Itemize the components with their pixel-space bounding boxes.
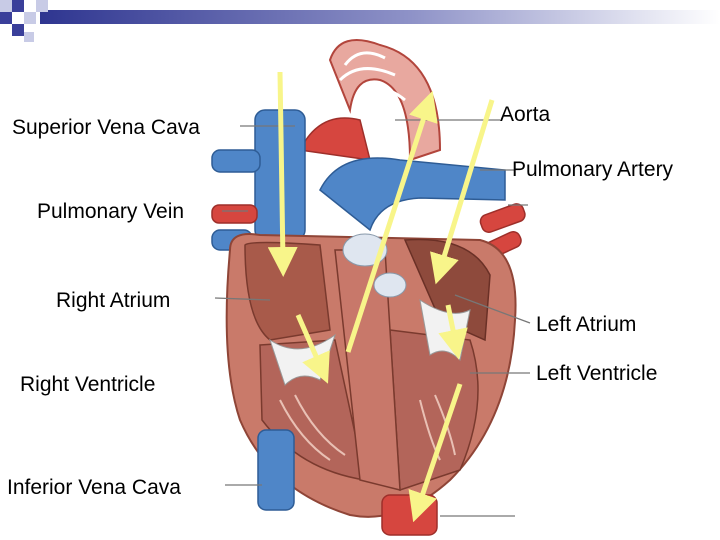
arrow-rv-to-pulmonary-artery: [345, 90, 438, 353]
leader-right-atrium: [214, 297, 271, 301]
blood-flow-arrows: [267, 71, 495, 523]
aortic-valve: [373, 272, 407, 298]
label-right-ventricle: Right Ventricle: [20, 373, 156, 396]
header-gradient-bar: [0, 0, 720, 42]
pulmonary-artery-vessel: [319, 157, 506, 232]
label-pulmonary-vein: Pulmonary Vein: [37, 200, 185, 223]
arrow-svc-to-right-atrium: [267, 71, 298, 277]
inferior-vena-cava-vessel: [257, 429, 295, 511]
pulmonary-vein-right-stub-1: [479, 203, 526, 234]
right-atrium-chamber: [244, 241, 331, 341]
aorta-arch: [298, 39, 442, 162]
arrow-pulmonary-vein-to-la: [430, 99, 495, 285]
label-superior-vena-cava: Superior Vena Cava: [12, 116, 200, 139]
label-left-atrium: Left Atrium: [536, 313, 637, 336]
arrow-lv-to-aorta: [408, 383, 463, 523]
arrow-ra-to-rv: [295, 314, 330, 384]
label-left-ventricle: Left Ventricle: [536, 362, 658, 385]
leader-left-atrium: [454, 294, 531, 324]
left-ventricle-chamber: [389, 329, 479, 492]
slide-header-decoration: [0, 0, 720, 44]
label-pulmonary-artery: Pulmonary Artery: [512, 158, 674, 181]
label-right-atrium: Right Atrium: [56, 289, 171, 312]
arrow-la-to-lv: [438, 304, 468, 360]
pulmonary-vein-left-stub: [211, 204, 258, 224]
descending-aorta-vessel: [381, 494, 438, 536]
vein-branch-1: [211, 149, 261, 173]
label-aorta: Aorta: [500, 103, 551, 126]
label-inferior-vena-cava: Inferior Vena Cava: [7, 476, 181, 499]
